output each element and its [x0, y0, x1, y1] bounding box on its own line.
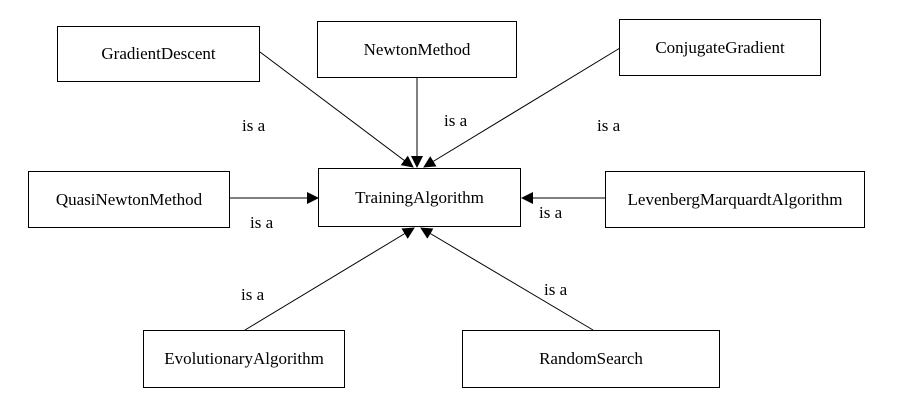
node-label: TrainingAlgorithm — [355, 187, 484, 207]
edge-label-newtonmethod: is a — [444, 111, 468, 130]
node-label: ConjugateGradient — [655, 37, 785, 57]
edge-gradientdescent-to-trainingalgorithm — [259, 51, 414, 168]
node-label: GradientDescent — [101, 44, 216, 63]
edge-randomsearch-to-trainingalgorithm — [420, 227, 594, 331]
node-gradient-descent: GradientDescent — [57, 26, 260, 82]
node-training-algorithm: TrainingAlgorithm — [318, 168, 521, 227]
edge-label-levenbergmarquardt: is a — [539, 203, 563, 222]
node-label: RandomSearch — [539, 349, 643, 368]
node-label: LevenbergMarquardtAlgorithm — [627, 189, 843, 209]
node-label: EvolutionaryAlgorithm — [164, 349, 324, 368]
node-quasi-newton-method: QuasiNewtonMethod — [28, 171, 230, 228]
edge-label-gradientdescent: is a — [242, 116, 266, 135]
node-newton-method: NewtonMethod — [317, 21, 517, 78]
node-conjugate-gradient: ConjugateGradient — [619, 19, 821, 76]
node-label: NewtonMethod — [363, 39, 471, 59]
edge-evolutionaryalgorithm-to-trainingalgorithm — [244, 227, 415, 331]
edge-label-conjugategradient: is a — [597, 116, 621, 135]
edge-conjugategradient-to-trainingalgorithm — [423, 47, 621, 168]
edge-label-evolutionaryalgorithm: is a — [241, 285, 265, 304]
node-random-search: RandomSearch — [462, 330, 720, 388]
edge-label-randomsearch: is a — [544, 280, 568, 299]
node-label: QuasiNewtonMethod — [55, 189, 203, 209]
node-levenberg-marquardt-algorithm: LevenbergMarquardtAlgorithm — [605, 171, 865, 228]
edge-label-quasinewtonmethod: is a — [250, 213, 274, 232]
node-evolutionary-algorithm: EvolutionaryAlgorithm — [143, 330, 345, 388]
